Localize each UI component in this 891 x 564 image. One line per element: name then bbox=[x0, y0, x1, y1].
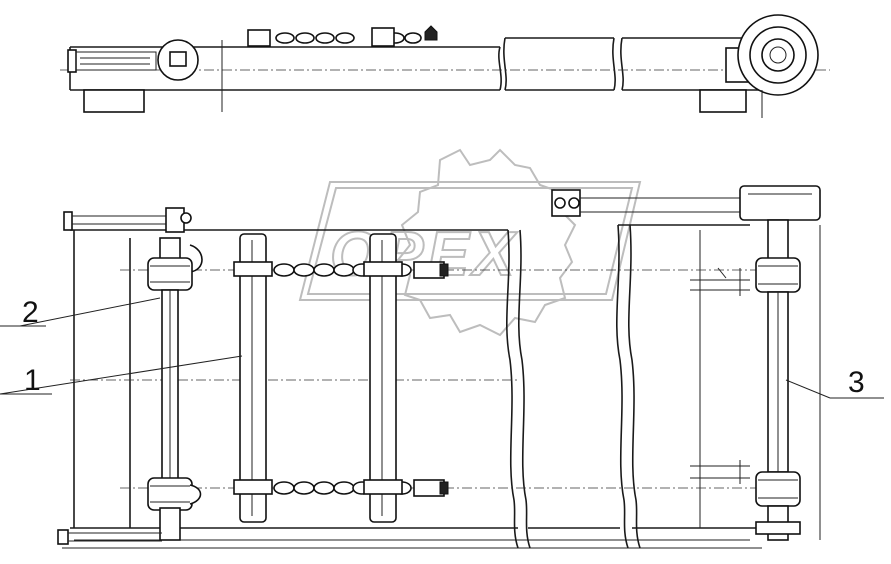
callout-2-leader bbox=[19, 297, 161, 327]
plan-drive-gearbox bbox=[739, 185, 821, 221]
elevation-bolt-housing bbox=[75, 51, 157, 71]
elevation-end-cap bbox=[67, 49, 77, 73]
plan-break-2 bbox=[518, 229, 531, 549]
plan-top-rod-end bbox=[63, 211, 73, 231]
plan-top-rod-pin bbox=[180, 212, 192, 224]
shaft-3-bottom-roller bbox=[755, 471, 801, 507]
plan-frame-top bbox=[70, 224, 750, 231]
elevation-chain bbox=[275, 32, 422, 44]
shaft-3-top-roller bbox=[755, 257, 801, 293]
shaft-2-top-roller bbox=[147, 257, 193, 291]
shaft-2 bbox=[147, 237, 203, 541]
scraper-bar-1-left bbox=[233, 233, 273, 523]
callout-1-leader bbox=[0, 355, 243, 395]
scraper-bar-right-lower-plate bbox=[363, 479, 403, 495]
elevation-beam-mid bbox=[503, 37, 616, 91]
shaft-2-top-hook bbox=[189, 244, 203, 273]
elevation-chain-tensioner bbox=[424, 25, 438, 41]
plan-lower-chain bbox=[273, 479, 449, 497]
scraper-bar-left-upper-plate bbox=[233, 261, 273, 277]
plan-dimension-ticks bbox=[690, 267, 750, 484]
scraper-bar-left-lower-plate bbox=[233, 479, 273, 495]
scraper-bar-1-right bbox=[363, 233, 403, 523]
plan-view bbox=[0, 185, 884, 549]
elevation-chain-bracket-2 bbox=[371, 27, 395, 47]
callout-label-3: 3 bbox=[848, 366, 865, 399]
plan-break-3 bbox=[616, 224, 629, 549]
elevation-pivot-hub bbox=[169, 51, 187, 67]
shaft-2-bottom-hook bbox=[189, 484, 202, 505]
shaft-2-bottom-bracket bbox=[159, 507, 181, 541]
elevation-view bbox=[60, 14, 830, 118]
shaft-3 bbox=[755, 219, 801, 541]
shaft-2-top-bracket bbox=[159, 237, 181, 261]
elevation-wheel-axle bbox=[769, 46, 787, 64]
callout-label-1: 1 bbox=[24, 364, 41, 397]
plan-break-4 bbox=[628, 224, 641, 549]
elevation-wheel-inner bbox=[761, 38, 795, 72]
shaft-3-top-bracket bbox=[767, 219, 789, 261]
scraper-bar-left-body bbox=[239, 233, 267, 523]
elevation-beam-left bbox=[69, 46, 500, 91]
callout-label-2: 2 bbox=[22, 296, 39, 329]
elevation-right-foot bbox=[699, 89, 747, 113]
scraper-bar-right-upper-plate bbox=[363, 261, 403, 277]
watermark-frame-inner bbox=[306, 187, 634, 295]
plan-upper-chain bbox=[273, 261, 449, 279]
watermark-gear bbox=[396, 148, 577, 337]
plan-break-1 bbox=[506, 229, 519, 549]
watermark-frame bbox=[298, 181, 642, 301]
scraper-bar-right-body bbox=[369, 233, 397, 523]
opex-watermark: OPEX bbox=[298, 148, 642, 337]
plan-bottom-rod-end bbox=[57, 529, 69, 545]
elevation-beam-break-left bbox=[498, 46, 502, 91]
elevation-chain-bracket-1 bbox=[247, 29, 271, 47]
shaft-2-bottom-roller bbox=[147, 477, 193, 511]
elevation-left-foot bbox=[83, 89, 145, 113]
callout-3-leader-a bbox=[785, 379, 831, 399]
